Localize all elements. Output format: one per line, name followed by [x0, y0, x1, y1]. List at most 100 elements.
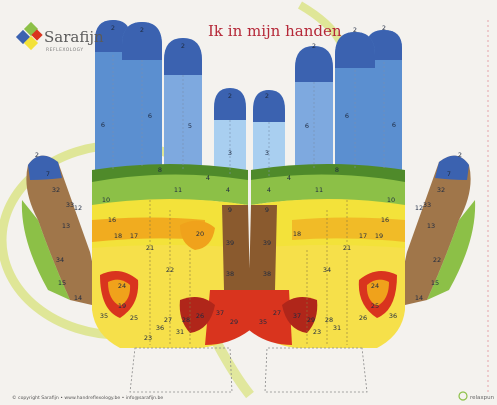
right-hand-zone-label: 4	[287, 174, 291, 182]
right-hand-zone-label: 19	[375, 232, 383, 240]
palm-right-edge-red	[249, 290, 292, 345]
left-hand-zone-label: 13	[62, 222, 70, 230]
right-hand-zone-label: 9	[265, 206, 269, 214]
left-hand-zone-label: 25	[130, 314, 138, 322]
right-hand-zone-label: 15	[431, 279, 439, 287]
right-hand-zone-label: 18	[293, 230, 301, 238]
right-hand-zone-label: 2	[353, 26, 357, 34]
page-title: Ik in mijn handen	[208, 22, 342, 40]
right-hand-zone-label: 22	[433, 256, 441, 264]
left-hand-zone-label: 6	[148, 112, 152, 120]
left-hand-zone-label: 17	[130, 232, 138, 240]
right-hand-zone-label: 14	[415, 294, 423, 302]
left-hand-zone-label: 2	[181, 42, 185, 50]
left-hand-zone-label: 36	[156, 324, 164, 332]
right-hand-zone-label: 2	[458, 151, 462, 159]
left-hand-zone-label: 14	[74, 294, 82, 302]
left-hand-zone-label: 37	[216, 309, 224, 317]
left-hand-zone-label: 4	[206, 174, 210, 182]
right-hand-zone-label: 13	[427, 222, 435, 230]
right-hand-zone-label: 2	[312, 42, 316, 50]
right-hand-zone-label: 31	[333, 324, 341, 332]
left-hand-zone-label: 2	[35, 151, 39, 159]
right-hand-zone-label: 8	[335, 166, 339, 174]
left-hand-zone-label: 31	[176, 328, 184, 336]
left-hand-zone-label: 23	[144, 334, 152, 342]
left-hand-zone-label: 16	[108, 216, 116, 224]
left-hand-zone-label: 29	[230, 318, 238, 326]
right-hand-zone-label: 38	[263, 270, 271, 278]
wrist	[130, 348, 232, 392]
left-hand-zone-label: 27	[164, 316, 172, 324]
right-hand-zone-label: 36	[389, 312, 397, 320]
right-hand-zone-label: 3	[265, 149, 269, 157]
left-hand-zone-label: 21	[146, 244, 154, 252]
right-hand-zone-label: 21	[343, 244, 351, 252]
left-hand-zone-label: 39	[226, 239, 234, 247]
sarafijn-logo: Sarafijn REFLEXOLOGY	[16, 22, 104, 53]
copyright-text: © copyright Sarafijn • www.handreflexolo…	[12, 394, 163, 401]
right-hand-zone-label: 29	[307, 316, 315, 324]
wrist	[265, 348, 367, 392]
right-hand-zone-label: 39	[263, 239, 271, 247]
left-hand-zone-label: 19	[118, 302, 126, 310]
left-hand-zone-label: 8	[158, 166, 162, 174]
left-hand-zone-label: 2	[228, 92, 232, 100]
right-hand-zone-label: 35	[259, 318, 267, 326]
left-hand-zone-label: 34	[56, 256, 64, 264]
palm-right-edge-red	[205, 290, 250, 345]
left-hand-zone-label: 22	[166, 266, 174, 274]
left-hand-zone-label: 28	[182, 316, 190, 324]
left-hand-zone-label: 26	[196, 312, 204, 320]
left-hand-zone-label: 6	[101, 121, 105, 129]
finger-ring-tip	[295, 46, 333, 82]
right-hand-zone-label: 6	[305, 122, 309, 130]
right-hand-zone-label: 11	[315, 186, 323, 194]
right-hand-zone-label: 37	[293, 312, 301, 320]
left-hand-zone-label: 4	[226, 186, 230, 194]
left-hand-zone-label: 18	[114, 232, 122, 240]
brand-name: Sarafijn	[44, 28, 104, 46]
left-hand-zone-label: 3	[228, 149, 232, 157]
footer-brand: relaxpun	[470, 395, 495, 401]
left-hand-zone-label: 11	[174, 186, 182, 194]
left-hand-zone-label: 7	[46, 170, 50, 178]
right-hand-zone-label: 27	[273, 309, 281, 317]
brand-tagline: REFLEXOLOGY	[46, 47, 84, 53]
right-hand-zone-label: 25	[371, 302, 379, 310]
right-hand-zone-label: 23	[313, 328, 321, 336]
left-hand-zone-label: 12	[74, 204, 82, 212]
left-hand-zone-label: 2	[140, 26, 144, 34]
relax-logo-icon	[459, 392, 467, 400]
right-hand-zone-label: 34	[323, 266, 331, 274]
right-hand-zone-label: 6	[392, 121, 396, 129]
left-hand-zone-label: 9	[228, 206, 232, 214]
left-hand-zone-label: 32	[52, 186, 60, 194]
left-hand-zone-label: 15	[58, 279, 66, 287]
left-hand-zone-label: 20	[196, 230, 204, 238]
right-hand-zone-label: 24	[371, 282, 379, 290]
left-hand-zone-label: 10	[102, 196, 110, 204]
right-hand-zone-label: 26	[359, 314, 367, 322]
right-hand-zone-label: 2	[382, 24, 386, 32]
right-hand-zone-label: 33	[423, 201, 431, 209]
right-hand-zone-label: 2	[265, 92, 269, 100]
left-hand-zone-label: 2	[111, 24, 115, 32]
left-hand-zone-label: 38	[226, 270, 234, 278]
left-hand-zone-label: 5	[188, 122, 192, 130]
right-hand-zone-label: 16	[381, 216, 389, 224]
right-hand-zone-label: 4	[267, 186, 271, 194]
thumb-tip	[435, 156, 469, 180]
right-hand-zone-label: 32	[437, 186, 445, 194]
right-hand-zone-label: 7	[447, 170, 451, 178]
right-hand-zone-label: 17	[359, 232, 367, 240]
left-hand	[22, 20, 250, 392]
right-hand-zone-label: 12	[415, 204, 423, 212]
right-hand-zone-label: 28	[325, 316, 333, 324]
right-hand	[249, 30, 475, 392]
left-hand-zone-label: 24	[118, 282, 126, 290]
right-hand-zone-label: 6	[345, 112, 349, 120]
right-hand-zone-label: 10	[387, 196, 395, 204]
